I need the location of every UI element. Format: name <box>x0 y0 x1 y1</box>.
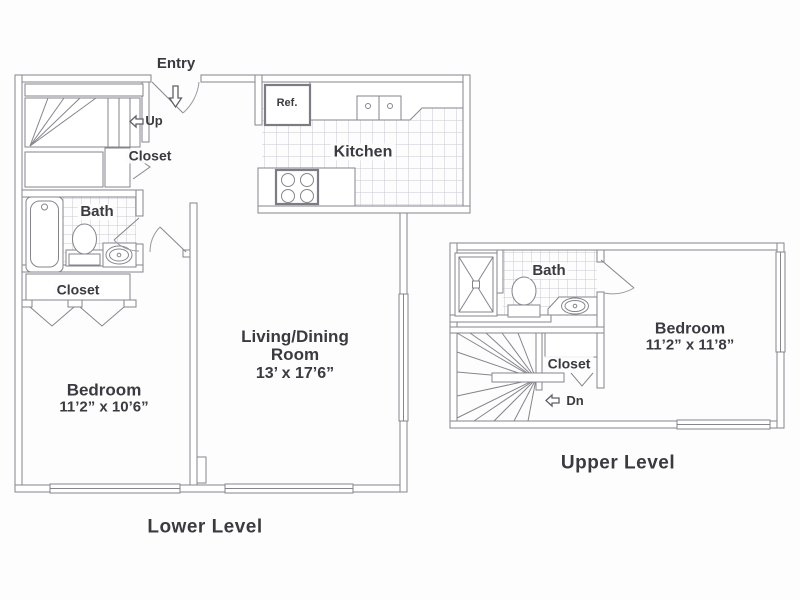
bedroom-upper-label-group: Bedroom 11’2” x 11’8” <box>646 320 734 353</box>
entry-label: Entry <box>156 54 196 72</box>
hall-closet-label: Closet <box>125 148 175 164</box>
living-dining-dimensions: 13’ x 17’6” <box>255 364 335 382</box>
bath-label: Bath <box>77 203 117 221</box>
refrigerator-label: Ref. <box>276 97 298 110</box>
bedroom-closet-label: Closet <box>53 282 103 298</box>
bedroom-lower-label-group: Bedroom 11’2” x 10’6” <box>59 380 149 417</box>
entry-door <box>151 81 200 114</box>
upper-toilet <box>507 276 541 318</box>
living-dining-label-line2: Room <box>270 345 320 365</box>
down-arrow-left-icon <box>545 393 560 408</box>
lower-level-plan <box>14 74 471 494</box>
upper-bath-sink <box>547 296 598 316</box>
stove <box>257 167 356 207</box>
living-dining-label-group: Living/Dining Room 13’ x 17’6” <box>241 327 349 382</box>
bedroom-door <box>149 226 187 253</box>
bedroom-window <box>49 483 181 494</box>
staircase-up <box>24 83 144 188</box>
upper-bedroom-window-right <box>775 251 786 353</box>
dn-label: Dn <box>566 392 584 408</box>
bedroom-lower-dimensions: 11’2” x 10’6” <box>59 399 149 417</box>
refrigerator <box>263 83 312 127</box>
kitchen-sink <box>356 95 402 121</box>
up-label: Up <box>145 112 163 128</box>
lower-level-title: Lower Level <box>147 516 263 538</box>
upper-bath-door <box>600 259 635 295</box>
bedroom-upper-label: Bedroom <box>654 320 726 338</box>
upper-closet <box>544 332 598 387</box>
bedroom-lower-label: Bedroom <box>66 380 142 400</box>
bath-door <box>113 217 140 252</box>
shower <box>454 252 498 317</box>
bath-sink <box>102 242 137 268</box>
upper-level-title: Upper Level <box>560 452 676 474</box>
up-arrow-left-icon <box>129 114 144 129</box>
upper-bedroom-window-bottom <box>676 419 771 430</box>
bedroom-upper-dimensions: 11’2” x 11’8” <box>645 336 735 354</box>
bathtub <box>25 196 64 273</box>
upper-level-plan <box>449 242 786 430</box>
entry-arrow-down-icon <box>168 85 183 109</box>
living-room-window-right <box>398 293 409 422</box>
upper-walls <box>449 242 785 429</box>
upper-bath-label: Bath <box>529 262 569 280</box>
living-dining-label-line1: Living/Dining <box>241 327 349 347</box>
living-room-window-bottom <box>224 483 354 494</box>
toilet <box>65 223 104 267</box>
kitchen-label: Kitchen <box>330 143 396 161</box>
staircase-down <box>456 332 565 422</box>
upper-closet-label: Closet <box>544 356 594 372</box>
